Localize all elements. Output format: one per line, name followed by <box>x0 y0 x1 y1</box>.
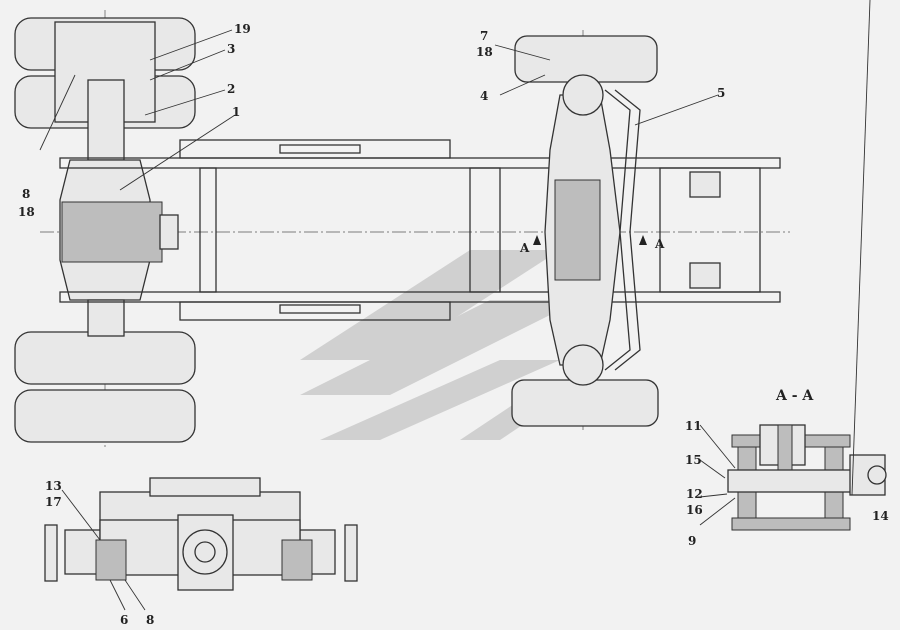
callout-3: 3 <box>227 42 235 56</box>
callout-6: 6 <box>120 613 128 627</box>
callout-8: 8 <box>22 187 30 201</box>
callout-leaders <box>39 29 719 191</box>
section-mark-left: A <box>519 241 530 255</box>
section-view-a-a: A - A <box>727 388 887 531</box>
section-leaders <box>699 0 871 526</box>
callout-11: 11 <box>685 419 702 433</box>
callout-1: 1 <box>232 105 240 119</box>
callout-12: 12 <box>686 487 703 501</box>
section-title: A - A <box>775 388 814 404</box>
callout-18-front: 18 <box>476 45 493 59</box>
callout-18: 18 <box>18 205 35 219</box>
watermark-logo <box>300 250 580 440</box>
callout-14: 14 <box>872 509 889 523</box>
callout-13: 13 <box>45 479 62 493</box>
callout-9: 9 <box>688 534 696 548</box>
rear-axle <box>59 79 179 337</box>
callout-2: 2 <box>227 82 235 96</box>
section-arrow-left <box>533 235 541 245</box>
callout-15: 15 <box>685 453 702 467</box>
callout-8-axle: 8 <box>146 613 154 627</box>
callout-4: 4 <box>480 89 488 103</box>
callout-5: 5 <box>717 86 725 100</box>
callout-19: 19 <box>234 22 251 36</box>
front-axle <box>511 35 659 427</box>
axle-front-view <box>44 477 358 591</box>
section-arrow-right <box>639 235 647 245</box>
callout-7: 7 <box>480 29 488 43</box>
axle-leaders <box>61 489 146 611</box>
callout-16: 16 <box>686 503 703 517</box>
frame <box>59 139 781 321</box>
section-mark-right: A <box>654 237 665 251</box>
callout-17: 17 <box>45 495 62 509</box>
